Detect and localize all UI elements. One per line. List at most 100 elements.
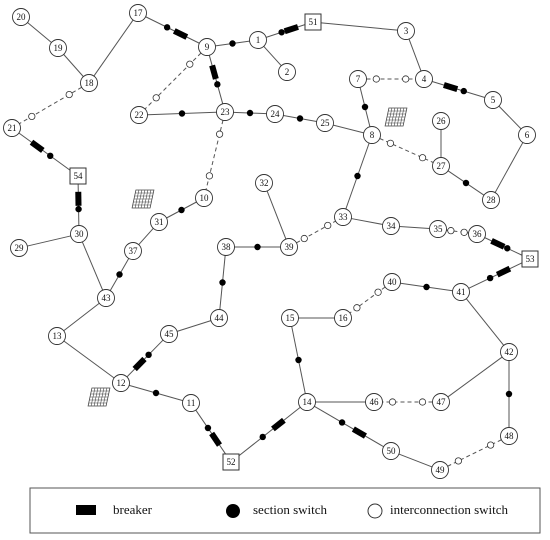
node-label: 29 bbox=[15, 243, 25, 253]
bus-node-25: 25 bbox=[316, 114, 334, 132]
node-label: 23 bbox=[221, 107, 231, 117]
node-label: 17 bbox=[134, 8, 144, 18]
line-41-42 bbox=[465, 298, 505, 346]
bus-circle bbox=[281, 309, 299, 327]
bus-circle bbox=[429, 220, 447, 238]
node-label: 5 bbox=[491, 95, 496, 105]
bus-node-8: 8 bbox=[363, 126, 381, 144]
section-switch-icon bbox=[214, 81, 221, 88]
node-label: 46 bbox=[370, 397, 380, 407]
breaker-legend-icon bbox=[76, 505, 96, 515]
bus-circle bbox=[150, 213, 168, 231]
node-label: 54 bbox=[74, 171, 84, 181]
section-switch-icon bbox=[116, 271, 123, 278]
breaker-icon bbox=[75, 191, 82, 206]
section-switch-icon bbox=[295, 356, 302, 364]
substation-box bbox=[304, 13, 322, 31]
node-label: 47 bbox=[437, 397, 447, 407]
section-switch-icon bbox=[229, 40, 236, 47]
node-label: 53 bbox=[526, 254, 536, 264]
node-label: 36 bbox=[473, 229, 483, 239]
line-25-8 bbox=[333, 124, 364, 134]
breaker-icon bbox=[351, 426, 367, 439]
bus-node-30: 30 bbox=[70, 225, 88, 243]
interconnection-switch-icon bbox=[487, 441, 495, 449]
bus-node-33: 33 bbox=[334, 208, 352, 226]
line-30-43 bbox=[81, 241, 104, 291]
bus-circle bbox=[452, 283, 470, 301]
breaker-icon bbox=[283, 24, 299, 35]
pv-panel-icon bbox=[87, 387, 111, 407]
node-label: 39 bbox=[285, 242, 295, 252]
breaker-icon bbox=[209, 431, 222, 447]
node-label: 3 bbox=[404, 26, 409, 36]
line-45-44 bbox=[176, 320, 212, 332]
bus-circle bbox=[129, 4, 147, 22]
bus-circle bbox=[397, 22, 415, 40]
bus-circle bbox=[383, 273, 401, 291]
bus-circle bbox=[195, 189, 213, 207]
bus-node-44: 44 bbox=[210, 309, 228, 327]
substation-54: 54 bbox=[69, 167, 87, 185]
bus-node-40: 40 bbox=[383, 273, 401, 291]
bus-node-37: 37 bbox=[124, 242, 142, 260]
node-label: 4 bbox=[422, 74, 427, 84]
node-label: 25 bbox=[321, 118, 331, 128]
bus-node-39: 39 bbox=[280, 238, 298, 256]
breaker-icon bbox=[209, 64, 219, 80]
bus-circle bbox=[12, 8, 30, 26]
bus-node-36: 36 bbox=[468, 225, 486, 243]
bus-circle bbox=[48, 327, 66, 345]
node-label: 50 bbox=[387, 446, 397, 456]
node-label: 33 bbox=[339, 212, 349, 222]
line-13-12 bbox=[63, 340, 115, 379]
bus-node-23: 23 bbox=[216, 103, 234, 121]
node-label: 30 bbox=[75, 229, 85, 239]
interconnection-switch-icon bbox=[186, 60, 194, 68]
bus-circle bbox=[80, 74, 98, 92]
section-switch-icon bbox=[254, 243, 261, 251]
interconnection-switch-icon bbox=[28, 112, 36, 121]
bus-circle bbox=[124, 242, 142, 260]
bus-node-15: 15 bbox=[281, 309, 299, 327]
node-label: 13 bbox=[53, 331, 63, 341]
line-21-54 bbox=[18, 132, 72, 172]
node-label: 15 bbox=[286, 313, 296, 323]
node-label: 43 bbox=[102, 293, 112, 303]
bus-node-21: 21 bbox=[3, 119, 21, 137]
section-switch-icon bbox=[246, 109, 254, 117]
node-label: 27 bbox=[437, 161, 447, 171]
bus-circle bbox=[3, 119, 21, 137]
bus-circle bbox=[112, 374, 130, 392]
line-30-29 bbox=[27, 235, 71, 247]
node-label: 41 bbox=[457, 287, 466, 297]
bus-circle bbox=[298, 393, 316, 411]
bus-circle bbox=[415, 70, 433, 88]
interconnection-switch-icon bbox=[300, 234, 308, 243]
line-18-21 bbox=[19, 86, 82, 125]
section-switch-legend-icon bbox=[226, 504, 240, 518]
interconnection-switch-icon bbox=[65, 90, 73, 99]
node-label: 26 bbox=[437, 116, 447, 126]
breaker-icon bbox=[29, 139, 45, 153]
line-32-39 bbox=[266, 190, 287, 240]
bus-circle bbox=[249, 31, 267, 49]
substation-box bbox=[69, 167, 87, 185]
line-50-14 bbox=[314, 405, 384, 448]
substation-52: 52 bbox=[222, 453, 240, 471]
pv-layer bbox=[87, 107, 408, 407]
node-label: 34 bbox=[387, 221, 397, 231]
section-switch-icon bbox=[278, 29, 285, 36]
substation-51: 51 bbox=[304, 13, 322, 31]
bus-node-45: 45 bbox=[160, 325, 178, 343]
bus-circle bbox=[500, 427, 518, 445]
bus-node-10: 10 bbox=[195, 189, 213, 207]
interconnection-switch-icon bbox=[460, 228, 468, 236]
interconnection-switch-icon bbox=[205, 172, 214, 180]
bus-node-22: 22 bbox=[130, 106, 148, 124]
breaker-icon bbox=[172, 28, 189, 40]
bus-node-35: 35 bbox=[429, 220, 447, 238]
pv-panel-icon bbox=[131, 189, 155, 209]
line-9-22 bbox=[144, 52, 202, 110]
bus-node-12: 12 bbox=[112, 374, 130, 392]
